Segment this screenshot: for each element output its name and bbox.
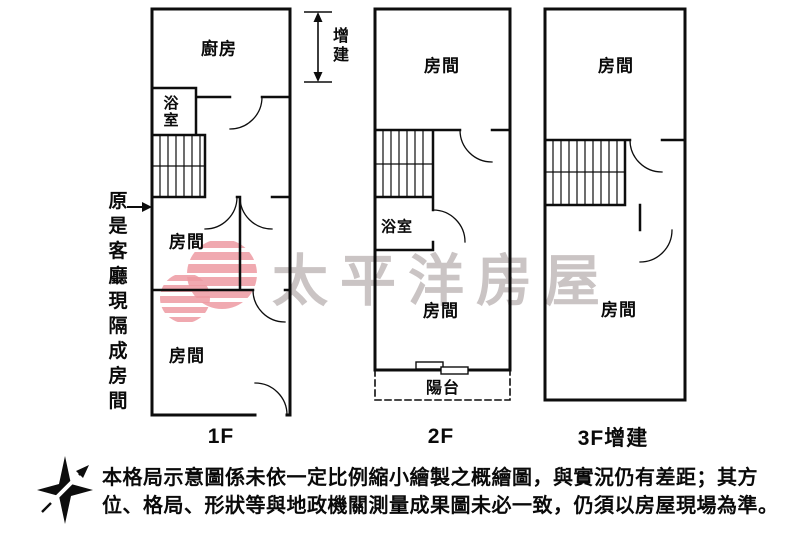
extension-dimension-marker xyxy=(304,11,332,83)
disclaimer-line1: 本格局示意圖係未依一定比例縮小繪製之概繪圖，與實況仍有差距；其方 xyxy=(102,467,758,489)
brand-logo-icon xyxy=(160,241,257,322)
stairs-2f xyxy=(374,129,434,198)
room-label-balcony-2f: 陽台 xyxy=(425,380,461,397)
room-label-bath-2f: 浴室 xyxy=(380,218,414,236)
compass-icon xyxy=(37,456,93,524)
balcony-outline-2f xyxy=(374,369,511,401)
room-label-bedroom-top-3f: 房間 xyxy=(598,56,634,76)
side-annotation-1f: 原是客廳現隔成房間 xyxy=(105,190,127,416)
room-label-bath-1f: 浴室 xyxy=(161,95,179,129)
room-label-bedroom-bottom-3f: 房間 xyxy=(601,300,637,320)
floor-label-1f: 1F xyxy=(207,425,235,448)
floor-label-3f: 3F增建 xyxy=(577,427,649,450)
room-label-bedroom-bottom-1f: 房間 xyxy=(169,346,205,366)
room-label-bedroom-bottom-2f: 房間 xyxy=(423,301,459,321)
extension-note: 增建 xyxy=(330,27,347,65)
stairs-3f xyxy=(544,139,626,206)
door-arcs-1f xyxy=(204,96,288,416)
room-label-bedroom-top-2f: 房間 xyxy=(424,56,460,76)
room-label-kitchen-1f: 廚房 xyxy=(201,39,237,59)
floor2-plan xyxy=(373,7,512,401)
room-label-bedroom-mid-1f: 房間 xyxy=(169,232,205,252)
floor1-plan xyxy=(150,7,292,417)
side-note-arrow xyxy=(127,202,152,212)
balcony-sliding-door-2f xyxy=(415,361,469,375)
disclaimer-line2: 位、格局、形狀等與地政機關測量成果圖未必一致，仍須以房屋現場為準。 xyxy=(102,495,779,517)
floor-label-2f: 2F xyxy=(427,425,455,448)
floor3-plan xyxy=(543,7,687,402)
stairs-1f xyxy=(151,134,206,198)
door-arcs-2f xyxy=(432,129,493,243)
door-arcs-3f xyxy=(629,139,673,263)
